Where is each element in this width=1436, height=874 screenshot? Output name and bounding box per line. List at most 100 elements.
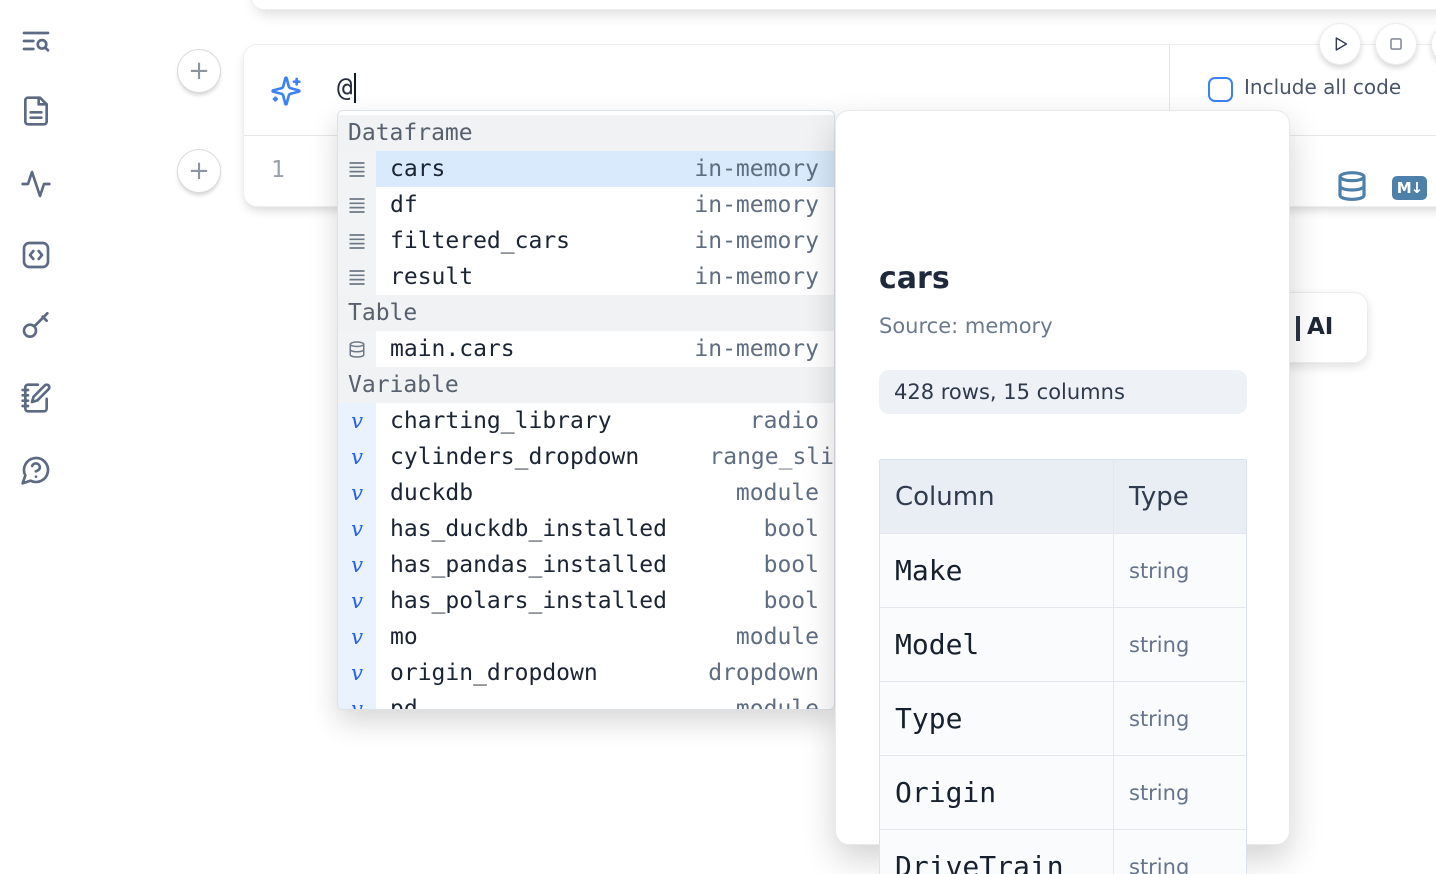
variable-icon: v	[351, 588, 363, 613]
include-all-code-label: Include all code	[1244, 75, 1402, 99]
ai-prompt-input[interactable]: @	[337, 73, 357, 103]
completion-item-name: main.cars	[390, 336, 515, 362]
notebook-pen-icon[interactable]	[20, 382, 52, 414]
completion-item-name: filtered_cars	[390, 228, 571, 254]
completion-section-header: Table	[338, 295, 834, 331]
completion-item-type: dropdown	[708, 660, 819, 686]
completion-item[interactable]: df in-memory	[338, 187, 834, 223]
column-name-cell: Origin	[880, 756, 1114, 830]
completion-item-type: radio	[749, 408, 819, 434]
completion-item-name: pd	[390, 696, 418, 710]
variable-icon: v	[338, 691, 376, 710]
previous-cell-edge	[250, 0, 1436, 10]
add-cell-button[interactable]: +	[177, 149, 221, 193]
column-type-cell: string	[1114, 682, 1246, 756]
completion-item-name: has_polars_installed	[390, 588, 667, 614]
prompt-text: @	[337, 73, 353, 103]
variable-icon: v	[338, 655, 376, 691]
completion-item-type: in-memory	[694, 192, 819, 218]
variable-icon: v	[351, 624, 363, 649]
sparkles-icon	[270, 75, 302, 107]
completion-item-name: df	[390, 192, 418, 218]
column-type-cell: string	[1114, 608, 1246, 682]
dataframe-source: Source: memory	[879, 314, 1053, 338]
variable-icon: v	[351, 516, 363, 541]
divider	[1169, 45, 1170, 135]
variable-icon: v	[351, 696, 363, 710]
run-cell-button[interactable]	[1319, 23, 1361, 65]
rows-icon	[338, 151, 376, 187]
completion-item-type: in-memory	[694, 156, 819, 182]
completion-item[interactable]: v cylinders_dropdown range_sli	[338, 439, 834, 475]
completion-item[interactable]: result in-memory	[338, 259, 834, 295]
ai-prompt-row: @ Include all code	[244, 45, 1436, 135]
code-square-icon[interactable]	[20, 239, 52, 271]
completion-item-type: in-memory	[694, 264, 819, 290]
code-editor-row[interactable]: 1 M↓	[244, 136, 1436, 206]
type-header: Type	[1114, 460, 1246, 534]
completion-item-type: module	[735, 624, 819, 650]
completion-item-name: cylinders_dropdown	[390, 444, 640, 470]
completion-item-name: mo	[390, 624, 418, 650]
stop-button[interactable]	[1375, 23, 1417, 65]
completion-section-header: Dataframe	[338, 115, 834, 151]
help-chat-icon[interactable]	[20, 454, 52, 486]
activity-icon[interactable]	[20, 168, 52, 200]
column-type-cell: string	[1114, 830, 1246, 874]
completion-section-header: Variable	[338, 367, 834, 403]
variable-icon: v	[351, 480, 363, 505]
variable-icon: v	[338, 403, 376, 439]
variable-icon: v	[351, 660, 363, 685]
completion-item[interactable]: cars in-memory	[338, 151, 834, 187]
clipped-glyph	[1296, 316, 1300, 341]
completion-item-type: bool	[763, 516, 819, 542]
completion-item[interactable]: v mo module	[338, 619, 834, 655]
variable-icon: v	[351, 552, 363, 577]
completion-item-type: bool	[763, 588, 819, 614]
completion-item-type: in-memory	[694, 228, 819, 254]
column-name-cell: Type	[880, 682, 1114, 756]
variable-icon: v	[338, 619, 376, 655]
variable-icon: v	[338, 439, 376, 475]
database-icon[interactable]	[1336, 170, 1368, 202]
completion-item-name: result	[390, 264, 474, 290]
line-number: 1	[271, 157, 285, 183]
rows-icon	[338, 259, 376, 295]
completion-item-name: cars	[390, 156, 446, 182]
completion-item-type: in-memory	[694, 336, 819, 362]
text-caret	[353, 73, 357, 103]
markdown-export-icon[interactable]: M↓	[1392, 176, 1427, 200]
completion-item-name: has_duckdb_installed	[390, 516, 667, 542]
completion-item[interactable]: filtered_cars in-memory	[338, 223, 834, 259]
key-icon[interactable]	[20, 310, 52, 342]
text-search-icon[interactable]	[20, 25, 52, 57]
completion-item[interactable]: v pd module	[338, 691, 834, 710]
completion-item[interactable]: v has_polars_installed bool	[338, 583, 834, 619]
completion-item-name: has_pandas_installed	[390, 552, 667, 578]
column-type-cell: string	[1114, 534, 1246, 608]
completion-item[interactable]: v charting_library radio	[338, 403, 834, 439]
completion-item-type: module	[735, 696, 819, 710]
file-text-icon[interactable]	[20, 95, 52, 127]
completion-item-name: duckdb	[390, 480, 474, 506]
completion-item[interactable]: main.cars in-memory	[338, 331, 834, 367]
rows-icon	[338, 187, 376, 223]
completion-item-name: charting_library	[390, 408, 612, 434]
add-cell-button[interactable]: +	[177, 49, 221, 93]
completion-item[interactable]: v has_duckdb_installed bool	[338, 511, 834, 547]
completion-item-type: range_sli	[709, 444, 834, 470]
include-all-code-checkbox[interactable]	[1208, 77, 1233, 102]
variable-icon: v	[351, 444, 363, 469]
dataframe-title: cars	[879, 261, 950, 296]
variable-icon: v	[351, 408, 363, 433]
